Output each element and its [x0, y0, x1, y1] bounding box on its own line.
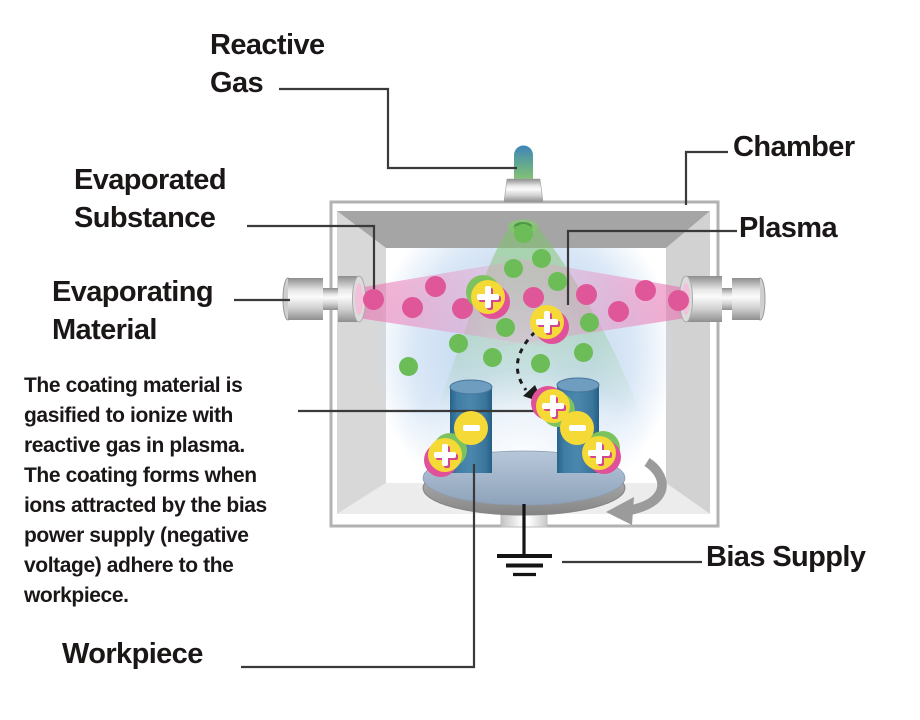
- leader-chamber: [684, 150, 728, 205]
- gas-inlet-nozzle: [503, 145, 544, 203]
- label-workpiece: Workpiece: [62, 638, 203, 670]
- process-description: The coating material is gasified to ioni…: [24, 374, 267, 607]
- ground-symbol: [497, 504, 552, 577]
- rotation-arrow: [629, 457, 667, 515]
- label-chamber: Chamber: [733, 131, 855, 163]
- label-evaporating-material: Evaporating Material: [52, 276, 214, 346]
- leader-lines: [234, 87, 737, 669]
- leader-evaporated-substance: [247, 224, 376, 293]
- label-plasma: Plasma: [739, 212, 838, 244]
- label-bias-supply: Bias Supply: [706, 541, 866, 573]
- label-reactive-gas: Reactive Gas: [210, 29, 325, 99]
- leader-reactive-gas: [279, 87, 517, 170]
- leader-plasma: [566, 229, 737, 305]
- label-evaporated-substance: Evaporated Substance: [74, 164, 227, 234]
- evaporation-source-left: [282, 275, 366, 323]
- evaporation-source-right: [679, 275, 766, 323]
- leader-workpiece: [241, 464, 476, 669]
